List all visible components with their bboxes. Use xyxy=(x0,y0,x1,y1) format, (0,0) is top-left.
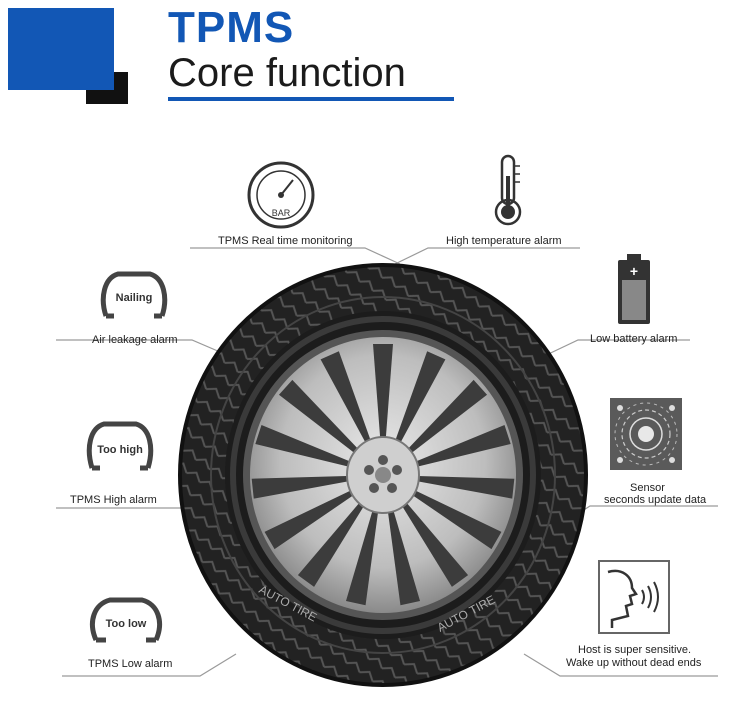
title-underline xyxy=(168,97,454,101)
host-sensitive-label: Host is super sensitive. xyxy=(578,644,692,656)
page-title: TPMS xyxy=(168,3,295,52)
gauge-icon: BAR xyxy=(247,161,315,229)
low-battery-label: Low battery alarm xyxy=(590,333,678,345)
high-pressure-label: TPMS High alarm xyxy=(70,494,157,506)
page-subtitle: Core function xyxy=(168,51,406,95)
logo-blue-block xyxy=(8,8,114,90)
too-low-badge: Too low xyxy=(105,618,147,630)
sensor-signal-icon xyxy=(610,398,682,470)
voice-wake-icon xyxy=(598,560,670,634)
nailing-badge: Nailing xyxy=(115,292,153,304)
sensor-label-line2: seconds update data xyxy=(604,494,707,506)
battery-icon: + xyxy=(618,254,650,324)
tire-illustration: AUTO TIRE AUTO TIRE xyxy=(178,263,588,687)
realtime-monitoring-label: TPMS Real time monitoring xyxy=(218,235,353,247)
wake-up-label: Wake up without dead ends xyxy=(566,657,702,669)
high-temperature-label: High temperature alarm xyxy=(446,235,562,247)
svg-text:+: + xyxy=(630,263,638,279)
tire-section-icon xyxy=(86,421,154,471)
air-leakage-label: Air leakage alarm xyxy=(92,334,178,346)
tire-section-icon xyxy=(100,271,168,319)
sensor-label: Sensor xyxy=(630,482,665,494)
wheel-rim xyxy=(243,330,523,620)
gauge-unit-text: BAR xyxy=(272,208,291,218)
thermometer-icon xyxy=(494,154,522,226)
tire-section-icon xyxy=(90,597,162,643)
too-high-badge: Too high xyxy=(97,444,143,456)
low-pressure-label: TPMS Low alarm xyxy=(88,658,173,670)
